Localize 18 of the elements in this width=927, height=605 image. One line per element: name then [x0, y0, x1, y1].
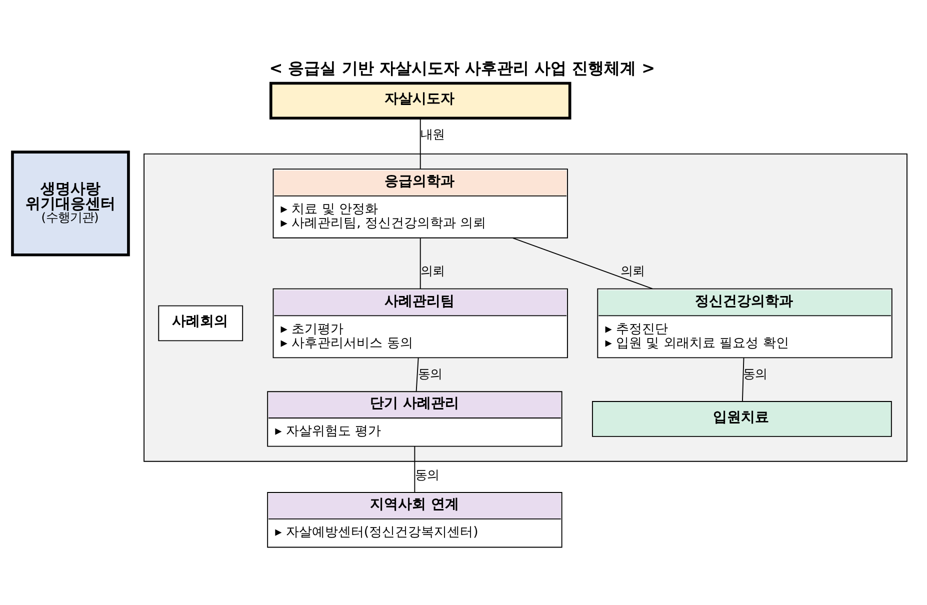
connector: [414, 446, 416, 493]
connector: [420, 118, 421, 170]
cluster: [144, 154, 908, 462]
edge-label: 의뢰: [620, 264, 645, 278]
node-box: 생명사랑 위기대응센터 (수행기관): [11, 150, 130, 256]
node-box: 입원치료: [592, 401, 892, 437]
edge-label: 동의: [418, 366, 442, 381]
connector: [512, 238, 653, 290]
edge-label: 의뢰: [420, 264, 445, 278]
node-box: 사례회의: [158, 305, 244, 342]
edge-label: 동의: [743, 366, 768, 381]
connector: [416, 357, 419, 392]
node-box: 자살시도자: [269, 82, 572, 120]
diagram-title: < 응급실 기반 자살시도자 사후관리 사업 진행체계 >: [269, 58, 656, 78]
connector: [420, 238, 421, 289]
edge-label: 내원: [420, 127, 445, 142]
edge-label: 동의: [414, 468, 439, 482]
connector: [742, 357, 744, 402]
